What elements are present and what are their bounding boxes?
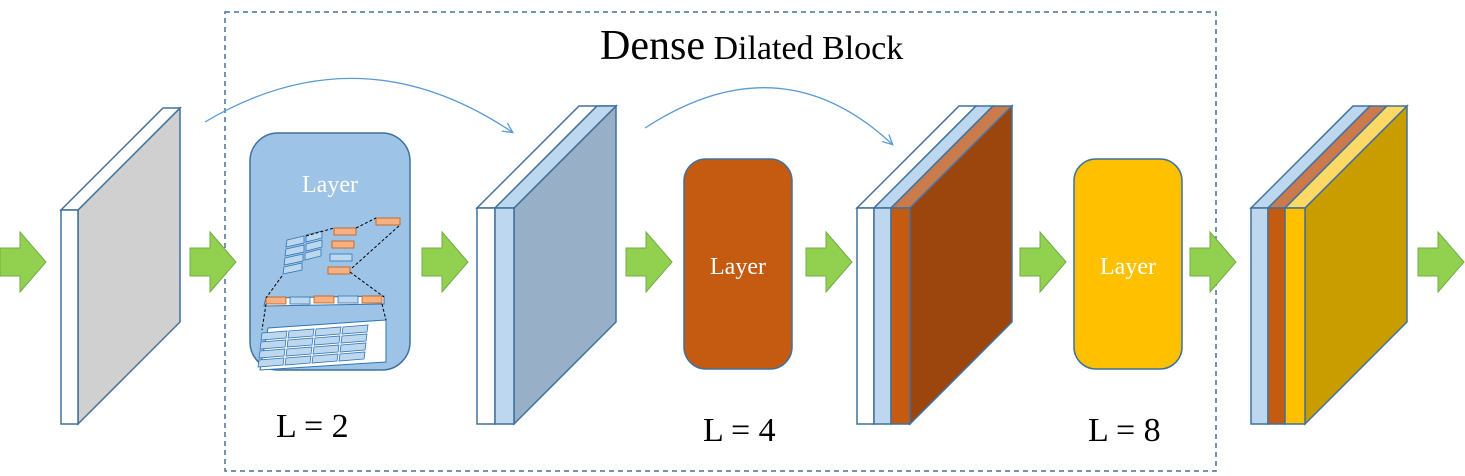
block-title-rest: Dilated Block (704, 30, 904, 67)
layer-2-label: Layer (710, 254, 766, 280)
feature-map-3 (855, 104, 1014, 426)
dilation-label-2: L = 4 (703, 412, 776, 449)
flow-arrow-7 (1189, 230, 1237, 294)
dilated-convolution-illustration (257, 217, 401, 371)
layer-box-2 (683, 158, 793, 370)
input-feature-map (59, 106, 182, 426)
layer-box-1 (249, 132, 411, 371)
dense-block-boundary (224, 11, 1217, 472)
block-title-main: Dense (600, 23, 705, 69)
flow-arrow-6 (1019, 230, 1067, 294)
block-title: Dense Dilated Block (600, 22, 903, 70)
input-grid (257, 319, 387, 371)
layer-box-3 (1073, 158, 1183, 370)
dilated-taps (327, 217, 401, 275)
flow-arrow-8 (1417, 230, 1465, 294)
skip-connection-arc-1 (204, 77, 512, 132)
skip-connection-arc-2 (644, 87, 892, 144)
flow-arrow-1 (0, 230, 47, 294)
dilation-label-1: L = 2 (276, 408, 349, 445)
dilation-label-3: L = 8 (1088, 412, 1161, 449)
flow-arrow-2 (189, 230, 237, 294)
middle-row (263, 295, 385, 307)
feature-map-2 (475, 104, 618, 426)
layer-3-label: Layer (1100, 254, 1156, 280)
receptive-field-lines (261, 217, 401, 331)
flow-arrow-3 (421, 230, 469, 294)
flow-arrow-5 (805, 230, 853, 294)
flow-arrow-4 (625, 230, 673, 294)
output-feature-map (1249, 104, 1409, 426)
layer-1-label: Layer (302, 172, 358, 198)
hidden-grid (282, 230, 323, 275)
